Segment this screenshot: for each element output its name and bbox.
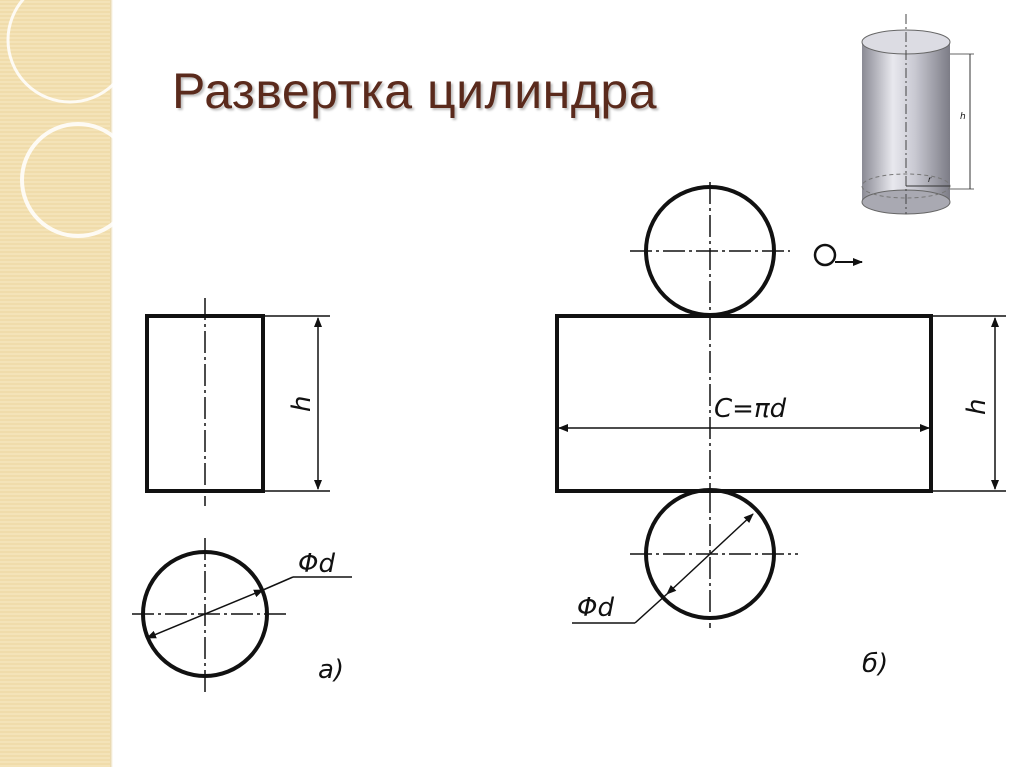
thumb-height-label: h bbox=[960, 112, 966, 122]
decorative-rings bbox=[6, 0, 130, 238]
view-a-diameter-label: Φd bbox=[298, 549, 335, 579]
deco-ring-top bbox=[6, 0, 130, 104]
view-b-diameter-label: Φd bbox=[577, 593, 614, 623]
view-a: h Φd а) bbox=[132, 298, 352, 692]
view-b-diameter-dim bbox=[666, 513, 754, 595]
view-b-caption: б) bbox=[862, 649, 888, 679]
side-band-edge bbox=[110, 0, 113, 767]
circumference-label: C=πd bbox=[714, 394, 787, 424]
view-b: C=πd h Φd б) bbox=[555, 182, 1006, 679]
view-a-caption: а) bbox=[318, 655, 344, 685]
slide-title: Развертка цилиндра bbox=[172, 63, 658, 119]
development-rectangle bbox=[555, 314, 933, 493]
view-a-diameter-leader bbox=[262, 576, 294, 591]
rotation-icon bbox=[813, 243, 837, 267]
cylinder-3d-illustration: h r bbox=[861, 14, 974, 215]
thumb-radius-label: r bbox=[928, 175, 932, 184]
view-b-height-label: h bbox=[962, 399, 992, 415]
deco-ring-bottom bbox=[20, 122, 130, 238]
view-a-height-label: h bbox=[287, 396, 317, 412]
view-b-diameter-leader bbox=[634, 593, 668, 624]
view-a-diameter-dim bbox=[146, 589, 264, 639]
